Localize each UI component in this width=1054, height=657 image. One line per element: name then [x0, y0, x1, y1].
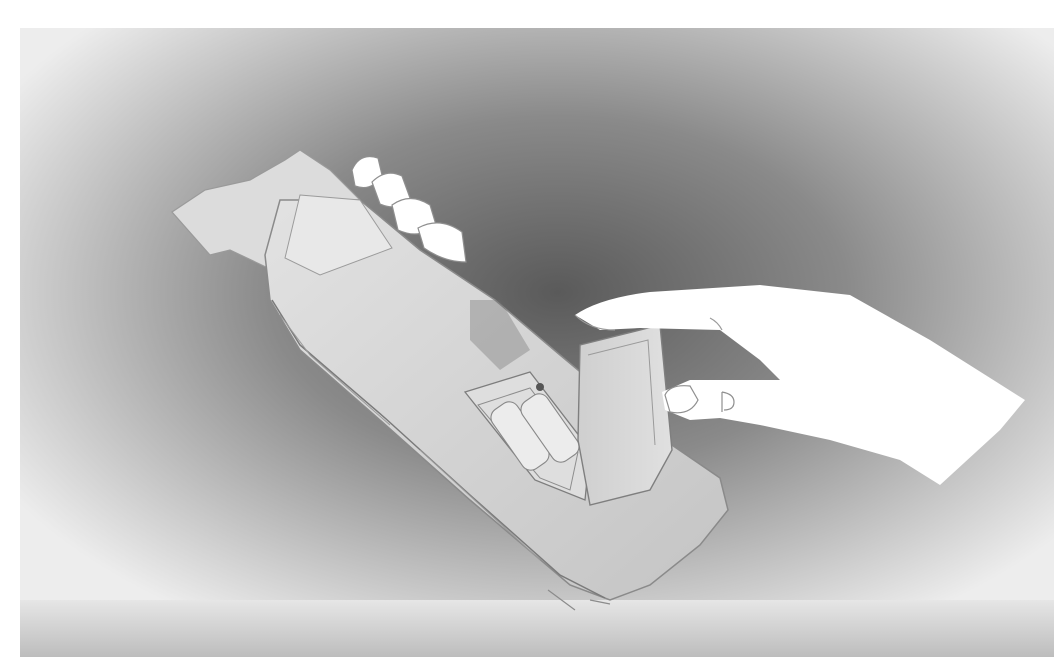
- backdrop-bottom-strip: [20, 600, 1054, 657]
